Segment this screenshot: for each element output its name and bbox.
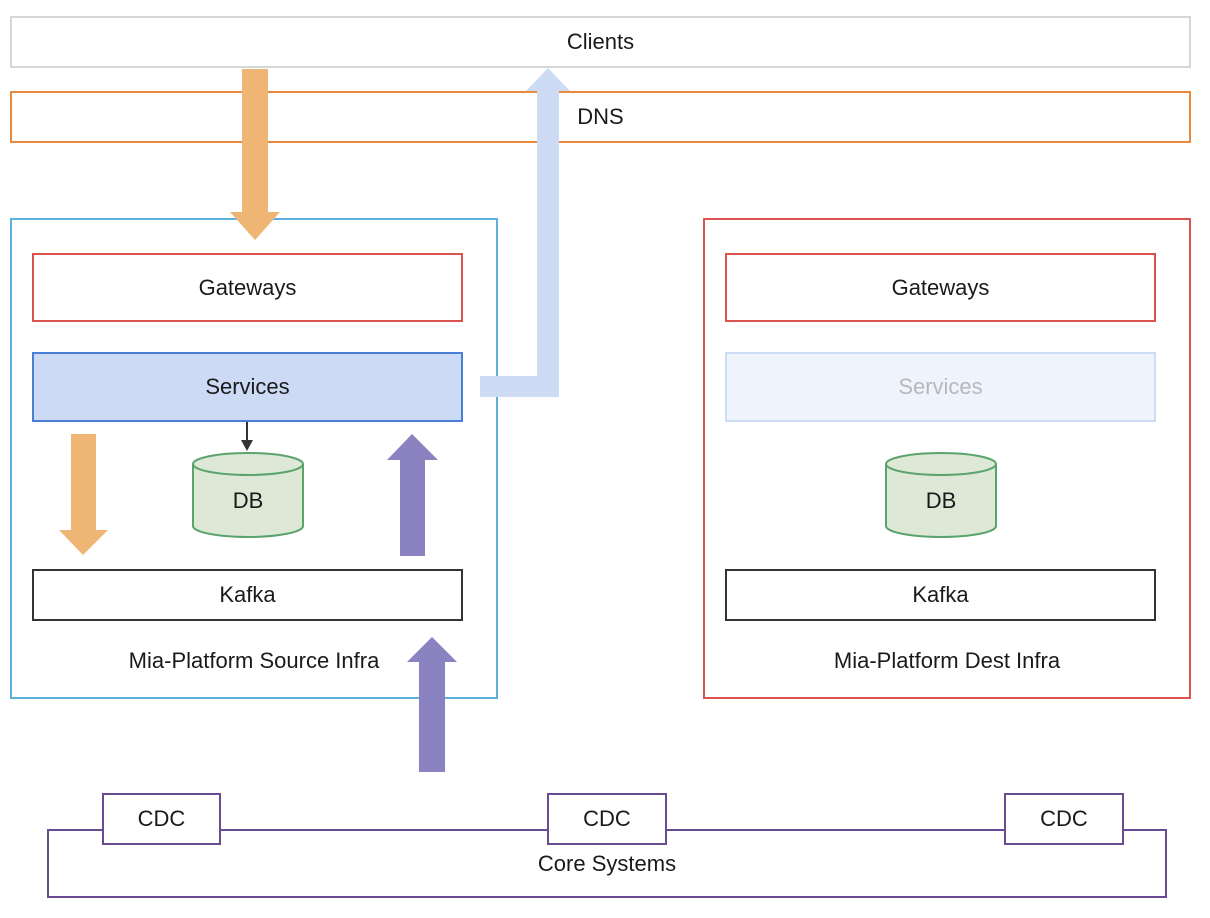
orange-arrow-services-to-kafka bbox=[59, 434, 108, 555]
source-kafka-box: Kafka bbox=[32, 569, 463, 621]
source-db-label: DB bbox=[232, 488, 264, 513]
source-kafka-label: Kafka bbox=[219, 582, 276, 607]
clients-label: Clients bbox=[566, 29, 635, 54]
source-services-label: Services bbox=[205, 374, 290, 399]
source-services-box: Services bbox=[32, 352, 463, 422]
source-gateways-label: Gateways bbox=[198, 274, 297, 300]
dest-infra-caption: Mia-Platform Dest Infra bbox=[833, 648, 1061, 673]
clients-bar: Clients bbox=[10, 16, 1191, 68]
source-infra-caption: Mia-Platform Source Infra bbox=[128, 648, 380, 673]
dest-kafka-box: Kafka bbox=[725, 569, 1156, 621]
dest-services-label: Services bbox=[898, 374, 983, 399]
source-gateways-box: Gateways bbox=[32, 253, 463, 322]
cdc-box-3: CDC bbox=[1004, 793, 1124, 845]
cdc-label-1: CDC bbox=[137, 806, 186, 831]
dest-gateways-box: Gateways bbox=[725, 253, 1156, 322]
dest-infra-container bbox=[703, 218, 1191, 699]
cdc-box-1: CDC bbox=[102, 793, 221, 845]
dns-bar: DNS bbox=[10, 91, 1191, 143]
dns-label: DNS bbox=[577, 104, 624, 129]
dest-kafka-label: Kafka bbox=[912, 582, 969, 607]
core-systems-label: Core Systems bbox=[537, 851, 677, 876]
services-to-db-arrowhead bbox=[241, 440, 253, 451]
cdc-box-2: CDC bbox=[547, 793, 667, 845]
purple-arrow-core-to-kafka bbox=[407, 637, 457, 772]
dest-db-cylinder bbox=[885, 452, 997, 538]
orange-arrow-clients-to-gateways bbox=[230, 69, 280, 240]
cdc-label-2: CDC bbox=[583, 806, 631, 831]
dest-services-box: Services bbox=[725, 352, 1156, 422]
dest-gateways-label: Gateways bbox=[891, 274, 990, 300]
purple-arrow-kafka-to-services bbox=[387, 434, 438, 556]
source-db-cylinder bbox=[192, 452, 304, 538]
cdc-label-3: CDC bbox=[1040, 806, 1088, 831]
dest-db-label: DB bbox=[925, 488, 957, 513]
blue-arrow-services-to-clients bbox=[480, 68, 570, 397]
